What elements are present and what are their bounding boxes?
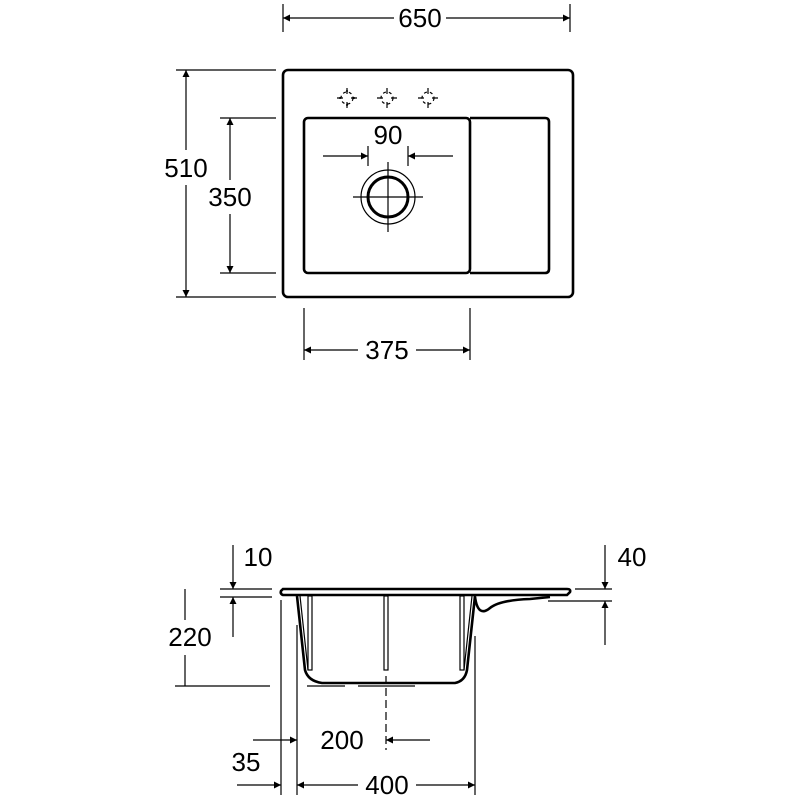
drainer-outline [470, 116, 551, 275]
support-ribs [307, 595, 465, 671]
dimension-section-width: 400 [297, 770, 475, 800]
sink-outline [281, 68, 575, 299]
dimension-drainer-height: 40 [548, 542, 646, 645]
dimension-label: 400 [365, 770, 408, 800]
dimension-bowl-depth: 350 [208, 117, 276, 274]
dimension-drain-offset: 200 [253, 725, 430, 755]
dimension-label: 200 [320, 725, 363, 755]
dimension-overall-width: 650 [282, 3, 571, 33]
dimension-label: 220 [168, 622, 211, 652]
dimension-label: 350 [208, 182, 251, 212]
rim-slab [279, 587, 572, 597]
dimension-drain-diameter: 90 [323, 120, 453, 166]
tap-hole-icons [337, 88, 438, 108]
dimension-rim-thickness: 10 [220, 542, 272, 637]
tap-hole-icon [337, 88, 357, 108]
dimension-rim-offset: 35 [232, 747, 281, 789]
dimension-bowl-width: 375 [303, 308, 471, 365]
dimension-label: 10 [244, 542, 273, 572]
dimension-overall-depth: 510 [164, 69, 276, 298]
dimension-label: 35 [232, 747, 261, 777]
tap-hole-icon [377, 88, 397, 108]
dimension-label: 510 [164, 153, 207, 183]
dimension-label: 375 [365, 335, 408, 365]
drain-icon [353, 162, 423, 232]
dimension-label: 650 [398, 3, 441, 33]
dimension-label: 90 [374, 120, 403, 150]
bowl-profile [295, 595, 477, 685]
tap-hole-icon [418, 88, 438, 108]
dimension-bowl-height: 220 [168, 589, 345, 687]
dimension-label: 40 [618, 542, 647, 572]
plan-view: 650 510 350 375 90 [164, 3, 575, 365]
bowl-outline [302, 116, 472, 275]
drainer-support [473, 595, 551, 613]
section-view: 10 220 40 200 35 [168, 542, 646, 800]
